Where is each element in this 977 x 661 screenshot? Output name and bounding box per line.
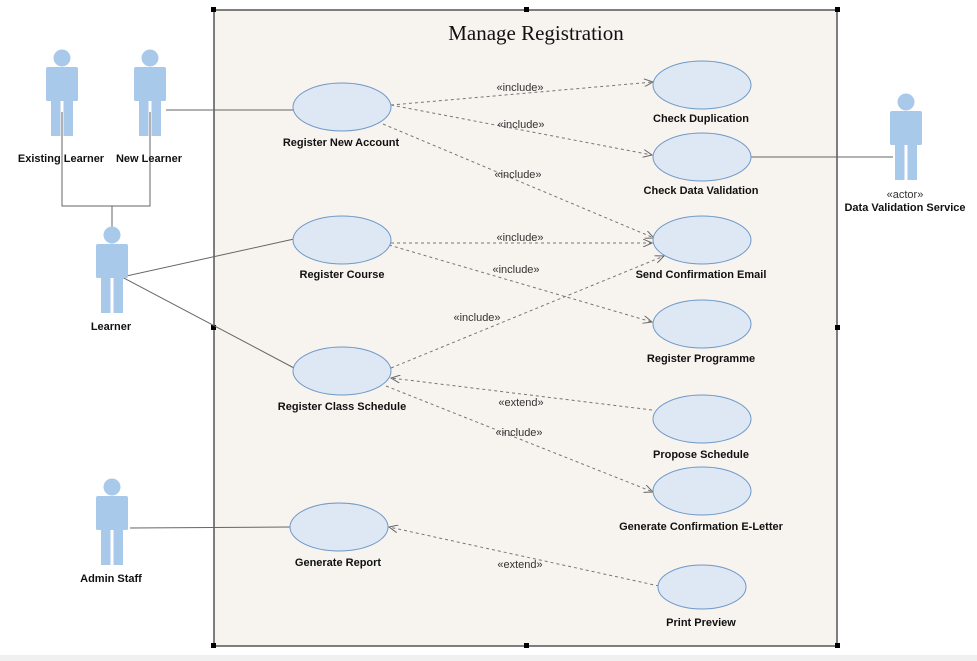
usecase-label: Generate Confirmation E-Letter	[619, 521, 784, 533]
associations	[121, 109, 893, 529]
actor-stereotype: «actor»	[887, 189, 924, 201]
usecase-label: Generate Report	[295, 557, 382, 569]
usecase-label: Check Data Validation	[644, 185, 759, 197]
usecase-label: Print Preview	[666, 617, 736, 629]
dependency-labels: «include» «include» «include» «include» …	[453, 82, 544, 571]
dep-label: «include»	[453, 312, 500, 324]
usecase-check-duplication	[652, 60, 752, 110]
dep-rna-sce	[382, 123, 654, 238]
usecase-register-class-schedule	[292, 346, 392, 396]
usecase-register-course	[292, 215, 392, 265]
use-case-shapes[interactable]	[289, 60, 752, 610]
dep-rcs-sce	[390, 256, 664, 369]
dep-pp-gr	[389, 527, 660, 587]
dep-label: «include»	[495, 427, 542, 439]
actor-label: Learner	[91, 321, 132, 333]
usecase-label: Propose Schedule	[653, 449, 749, 461]
usecase-label: Register New Account	[283, 137, 400, 149]
dep-rna-cdv	[390, 104, 652, 155]
usecase-register-new-account	[292, 82, 392, 132]
dep-label: «extend»	[497, 559, 542, 571]
usecase-label: Register Class Schedule	[278, 401, 406, 413]
actor-label: Admin Staff	[80, 573, 142, 585]
usecase-print-preview	[657, 564, 747, 610]
assoc-learner-class-schedule	[121, 276, 295, 369]
usecase-label: Check Duplication	[653, 113, 749, 125]
actor-admin-staff-icon	[96, 478, 128, 565]
bottom-strip	[0, 655, 977, 661]
assoc-admin-generate-report	[129, 526, 292, 529]
usecase-generate-report	[289, 502, 389, 552]
usecase-label: Send Confirmation Email	[636, 269, 767, 281]
dependencies	[382, 82, 664, 587]
usecase-register-programme	[652, 299, 752, 349]
boundary-handles	[211, 7, 840, 648]
usecase-label: Register Programme	[647, 353, 755, 365]
use-case-labels: Register New Account Register Course Reg…	[278, 113, 784, 629]
usecase-propose-schedule	[652, 394, 752, 444]
dep-rna-cd	[390, 82, 653, 106]
usecase-send-confirmation-email	[652, 215, 752, 265]
dep-label: «extend»	[498, 397, 543, 409]
actor-label: Existing Learner	[18, 153, 105, 165]
dep-label: «include»	[497, 119, 544, 131]
dep-label: «include»	[492, 264, 539, 276]
actor-data-validation-service-icon	[890, 93, 922, 180]
usecase-label: Register Course	[300, 269, 385, 281]
actor-label: Data Validation Service	[844, 202, 965, 214]
usecase-check-data-validation	[652, 132, 752, 182]
actor-label: New Learner	[116, 153, 183, 165]
actor-learner-icon	[96, 226, 128, 313]
dep-ps-rcs	[391, 378, 653, 411]
actor-labels: Existing Learner New Learner Learner Adm…	[18, 153, 966, 585]
assoc-learner-register-course	[121, 238, 295, 278]
generalization	[61, 112, 151, 245]
system-title: Manage Registration	[448, 21, 624, 45]
dep-label: «include»	[496, 232, 543, 244]
dep-label: «include»	[494, 169, 541, 181]
dep-rc-rp	[388, 244, 652, 322]
dep-label: «include»	[496, 82, 543, 94]
usecase-generate-confirmation-eletter	[652, 466, 752, 516]
